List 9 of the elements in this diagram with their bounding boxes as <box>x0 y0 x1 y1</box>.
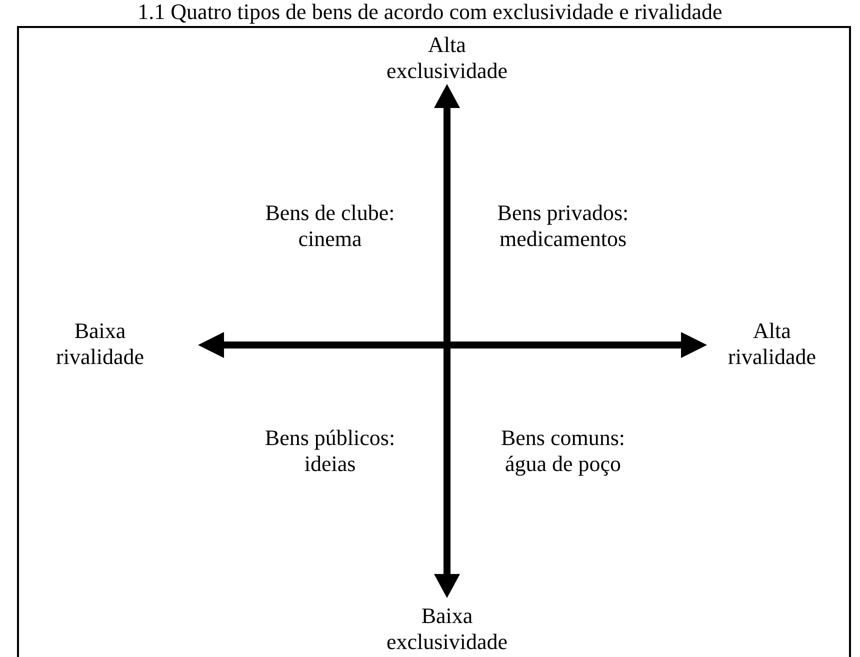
quadrant-label: Bens públicos: ideias <box>264 425 396 477</box>
axis-label: Alta exclusividade <box>386 32 508 84</box>
quadrant-label: Bens comuns: água de poço <box>500 425 626 477</box>
axis-label: Baixa rivalidade <box>55 318 145 370</box>
axis-label: Alta rivalidade <box>727 318 817 370</box>
quadrant-label: Bens privados: medicamentos <box>496 200 630 252</box>
axis-label: Baixa exclusividade <box>386 603 508 655</box>
diagram-title: 1.1 Quatro tipos de bens de acordo com exclusividade e rivalidade <box>136 0 724 24</box>
quadrant-label: Bens de clube: cinema <box>264 200 396 252</box>
